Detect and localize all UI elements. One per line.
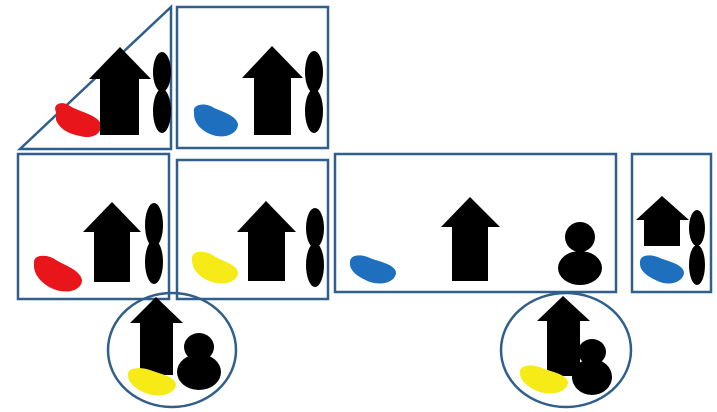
red-blob-icon [34, 256, 82, 292]
arrow-house-icon [83, 202, 141, 282]
blue-blob-icon [350, 255, 396, 283]
blue-blob-icon [640, 255, 684, 283]
figure-eight-icon [689, 210, 705, 285]
snowman-icon [558, 222, 602, 285]
panel-middle-left [18, 154, 169, 299]
arrow-house-icon [441, 197, 500, 281]
figure-eight-icon [153, 52, 171, 133]
yellow-blob-icon [192, 252, 238, 284]
circle-bottom-left [108, 293, 236, 407]
red-blob-icon [55, 103, 101, 137]
panel-top-second [177, 7, 328, 148]
panel-middle-right-small [632, 154, 711, 292]
panel-triangle-top-left [20, 7, 171, 149]
arrow-house-icon [130, 297, 183, 375]
figure-eight-icon [305, 51, 323, 133]
figure-eight-icon [306, 208, 324, 287]
arrow-house-icon [636, 196, 689, 246]
blue-blob-icon [194, 105, 238, 137]
arrow-house-icon [237, 201, 296, 281]
circle-bottom-right [501, 293, 631, 407]
panel-middle-second [177, 160, 328, 299]
snowman-icon [177, 333, 221, 390]
figure-eight-icon [145, 203, 163, 284]
arrow-house-icon [242, 46, 303, 135]
panel-middle-wide [335, 154, 616, 292]
